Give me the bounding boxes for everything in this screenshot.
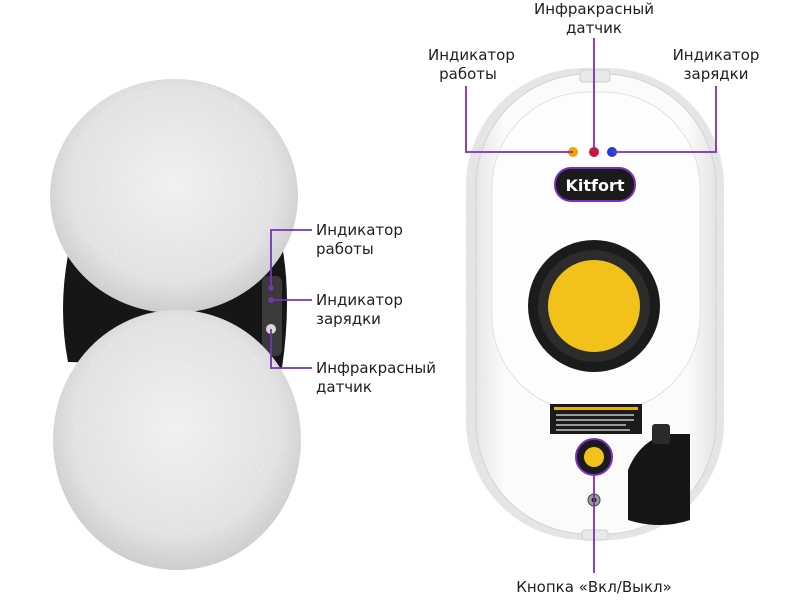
right-label-ir-sensor: Инфракрасный датчик	[534, 0, 654, 37]
left-callout-lines	[268, 229, 312, 369]
right-callout-line-charge	[612, 86, 717, 153]
left-callout-line-work	[270, 229, 312, 288]
brand-logo-text: Kitfort	[565, 176, 624, 195]
right-top-clip	[579, 69, 611, 83]
right-label-power-button: Кнопка «Вкл/Выкл»	[516, 578, 672, 596]
right-bottom-clip	[581, 529, 609, 541]
left-label-work-indicator: Индикатор работы	[316, 221, 403, 258]
left-mop-pad-bottom	[53, 310, 301, 570]
brand-badge	[554, 167, 636, 202]
power-button[interactable]	[584, 447, 604, 467]
left-sensor-panel	[262, 276, 282, 356]
cable-clip	[652, 424, 670, 444]
left-mop-pad-top	[50, 79, 298, 313]
right-label-charge-indicator: Индикатор зарядки	[672, 46, 760, 83]
left-label-ir-sensor: Инфракрасный датчик	[316, 359, 436, 396]
left-label-charge-indicator: Индикатор зарядки	[316, 291, 403, 328]
cable-compartment	[628, 434, 690, 525]
right-callout-lines	[465, 38, 717, 573]
right-callout-line-work	[465, 86, 573, 153]
right-label-work-indicator: Индикатор работы	[428, 46, 515, 83]
suction-cap-yellow	[548, 260, 640, 352]
left-callout-line-ir	[270, 329, 312, 369]
left-device-view	[50, 79, 301, 570]
right-device-view: Kitfort	[466, 68, 724, 541]
